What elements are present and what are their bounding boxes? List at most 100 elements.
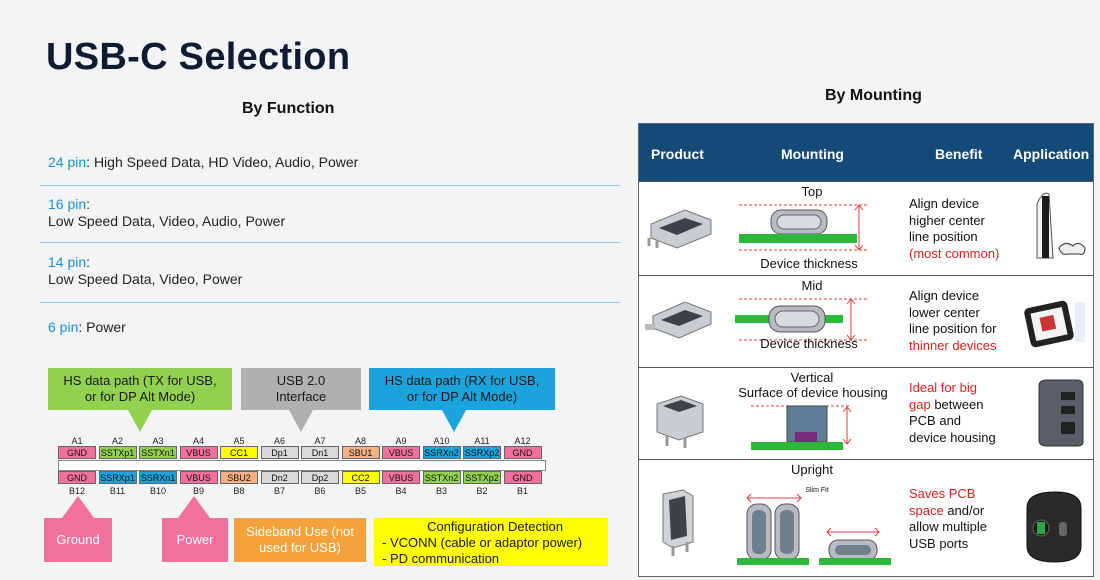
top-mount-diagram (739, 204, 867, 251)
pin-count: 14 pin (48, 254, 87, 270)
thickness-label: Device thickness (760, 256, 858, 271)
power-arrow (178, 496, 210, 518)
function-row-6pin: 6 pin: Power (48, 319, 126, 335)
car-charger-application-image (1026, 491, 1082, 563)
mid-mount-diagram (735, 298, 867, 341)
pin-top-A3: SSTXn1 (139, 446, 177, 459)
thickness-label: Device thickness (760, 336, 858, 351)
config-title: Configuration Detection (427, 519, 563, 534)
pin-bottom-B2: SSTXp2 (463, 471, 501, 484)
pin-top-A5: CC1 (220, 446, 258, 459)
slim-fit-label: Slim Fit (805, 487, 829, 494)
pin-label-top: A4 (192, 436, 204, 446)
usb2-callout: USB 2.0 Interface (241, 368, 361, 410)
pin-bottom-B1: GND (503, 471, 542, 484)
benefit-text: Saves PCB space and/or allow multiple US… (909, 486, 988, 551)
mount-label: Mid (801, 278, 823, 293)
pin-bottom-B7: Dn2 (260, 471, 299, 484)
pin-label-bottom: B12 (68, 486, 85, 496)
mounting-table-header: Product Mounting Benefit Application (639, 124, 1093, 181)
function-desc: Low Speed Data, Video, Audio, Power (48, 213, 286, 229)
config-line-pd: - PD communication (382, 551, 500, 566)
vertical-mount-diagram (751, 405, 852, 450)
page-title: USB-C Selection (46, 36, 351, 78)
pin-label-bottom: B4 (395, 486, 407, 496)
mount-label: Top (801, 184, 823, 199)
pin-top-A2: SSTXp1 (98, 446, 137, 459)
pin-label-bottom: B1 (516, 486, 528, 496)
pin-label-top: A5 (233, 436, 245, 446)
pin-label-bottom: B3 (435, 486, 447, 496)
pin-top-A12: GND (503, 446, 542, 459)
pin-label-top: A11 (474, 436, 490, 446)
console-application-image (1036, 192, 1086, 259)
benefit-highlight: (most common) (909, 245, 1000, 261)
benefit-highlight: Saves PCB space (909, 486, 976, 518)
pin-label-top: A3 (152, 436, 164, 446)
config-line-vconn: - VCONN (cable or adaptor power) (382, 535, 583, 550)
function-desc: Low Speed Data, Video, Power (48, 271, 243, 287)
divider (40, 302, 620, 303)
pin-top-A8: SBU1 (341, 446, 380, 459)
header-mounting: Mounting (781, 146, 844, 162)
housing-surface-label: Surface of device housing (738, 385, 888, 400)
benefit-highlight: Ideal for big gap (909, 380, 977, 412)
pin-bottom-B5: CC2 (341, 471, 380, 484)
pin-bottom-B9: VBUS (179, 471, 218, 484)
sideband-callout: Sideband Use (not used for USB) (234, 518, 366, 562)
pin-label-top: A7 (314, 436, 326, 446)
pin-label-top: A8 (354, 436, 366, 446)
mounting-table: Product Mounting Benefit Application Top… (638, 123, 1094, 577)
benefit-text: Ideal for big gap between PCB and device… (909, 380, 996, 445)
pin-label-bottom: B8 (233, 486, 245, 496)
pin-bottom-B6: Dp2 (301, 471, 339, 484)
mount-label: Upright (791, 462, 833, 477)
pin-top-A9: VBUS (382, 446, 420, 459)
hs-tx-callout: HS data path (TX for USB, or for DP Alt … (48, 368, 232, 410)
divider (40, 242, 620, 243)
divider (40, 185, 620, 186)
power-callout: Power (162, 518, 228, 562)
mounting-row-vertical: Vertical Surface of device housing Ideal… (639, 367, 1093, 459)
pin-label-bottom: B2 (476, 486, 488, 496)
function-desc: Power (86, 319, 126, 335)
pin-label-top: A6 (273, 436, 285, 446)
config-callout: Configuration Detection - VCONN (cable o… (374, 518, 608, 566)
function-row-24pin: 24 pin: High Speed Data, HD Video, Audio… (48, 154, 359, 170)
header-benefit: Benefit (935, 146, 983, 162)
hs-rx-callout: HS data path (RX for USB, or for DP Alt … (369, 368, 555, 410)
mounting-row-upright: Upright Slim Fit Saves PCB space and/or … (639, 459, 1093, 578)
hs-tx-arrow (128, 410, 152, 432)
usb2-arrow (289, 410, 313, 432)
upright-mount-diagram (737, 493, 891, 565)
pin-count: 24 pin (48, 154, 87, 170)
pin-bottom-B12: GND (58, 471, 96, 484)
function-desc: High Speed Data, HD Video, Audio, Power (93, 154, 359, 170)
pin-bottom-B8: SBU2 (220, 471, 258, 484)
benefit-text: Align device lower center line position … (909, 288, 997, 353)
pin-count: 6 pin (48, 319, 79, 335)
pin-label-bottom: B5 (354, 486, 366, 496)
header-product: Product (651, 146, 704, 162)
function-row-14pin: 14 pin: Low Speed Data, Video, Power (48, 254, 243, 287)
connector-product-image (662, 489, 694, 556)
benefit-highlight: thinner devices (909, 337, 997, 353)
ground-callout: Ground (44, 518, 112, 562)
pin-top-A4: VBUS (179, 446, 218, 459)
pin-label-bottom: B6 (314, 486, 326, 496)
connector-product-image (656, 395, 704, 448)
function-row-16pin: 16 pin: Low Speed Data, Video, Audio, Po… (48, 196, 286, 229)
by-function-heading: By Function (242, 100, 335, 117)
pin-bottom-B4: VBUS (382, 471, 420, 484)
connector-product-image (647, 209, 712, 249)
pin-label-top: A10 (433, 436, 450, 446)
pinout-center-bar (58, 460, 546, 471)
dock-application-image (1038, 379, 1084, 447)
pin-label-bottom: B11 (109, 486, 126, 496)
connector-product-image (645, 301, 712, 339)
hs-rx-arrow (442, 410, 466, 432)
pin-bottom-B10: SSRXn1 (139, 471, 177, 484)
header-application: Application (1013, 146, 1090, 162)
pin-top-A7: Dn1 (301, 446, 339, 459)
by-mounting-heading: By Mounting (825, 87, 922, 104)
